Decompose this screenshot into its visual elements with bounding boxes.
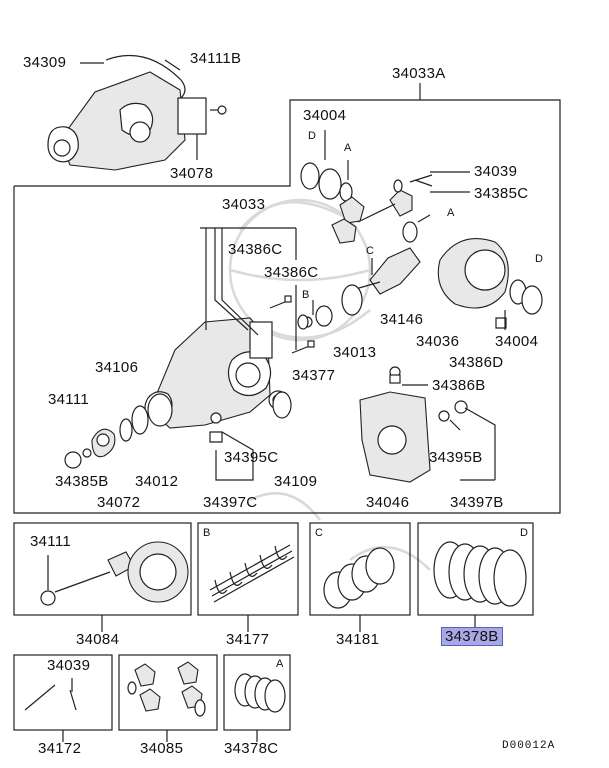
label-34033[interactable]: 34033	[222, 196, 266, 213]
label-34177[interactable]: 34177	[226, 631, 270, 648]
label-34385c[interactable]: 34385C	[474, 185, 529, 202]
label-34036[interactable]: 34036	[416, 333, 460, 350]
label-34309[interactable]: 34309	[23, 54, 67, 71]
label-34385b[interactable]: 34385B	[55, 473, 109, 490]
gears-34085	[127, 661, 206, 717]
spring-34177	[209, 544, 295, 603]
box-label-34111[interactable]: 34111	[30, 533, 71, 550]
callout-d-left: D	[308, 130, 317, 142]
label-34004-right[interactable]: 34004	[495, 333, 539, 350]
label-34106[interactable]: 34106	[95, 359, 139, 376]
label-34378b-highlighted[interactable]: 34378B	[441, 627, 503, 646]
label-34039-top[interactable]: 34039	[474, 163, 518, 180]
label-34072[interactable]: 34072	[97, 494, 141, 511]
label-34395b[interactable]: 34395B	[429, 449, 483, 466]
main-frame	[13, 99, 561, 514]
bracket-34397c	[215, 431, 254, 481]
label-34111b[interactable]: 34111B	[190, 50, 242, 67]
diagram-code: D00012A	[502, 740, 556, 752]
diff-internals	[297, 130, 543, 330]
label-34386d[interactable]: 34386D	[449, 354, 504, 371]
ring-pinion-drawing	[40, 541, 189, 606]
label-34386c-2[interactable]: 34386C	[264, 264, 319, 281]
callout-c-gear: C	[366, 245, 375, 257]
box-label-34039[interactable]: 34039	[47, 657, 91, 674]
spring-34181	[323, 547, 395, 609]
bottom-row-2	[13, 654, 291, 742]
housing-top-left	[47, 54, 227, 171]
label-34146[interactable]: 34146	[380, 311, 424, 328]
label-34004-top[interactable]: 34004	[303, 107, 347, 124]
label-34111[interactable]: 34111	[48, 391, 89, 408]
pins-34172	[24, 678, 77, 711]
label-34109[interactable]: 34109	[274, 473, 318, 490]
label-34172[interactable]: 34172	[38, 740, 82, 757]
label-34012[interactable]: 34012	[135, 473, 179, 490]
callout-d-right: D	[535, 253, 544, 265]
callout-box-d: D	[520, 527, 529, 539]
callout-a-mid: A	[447, 207, 455, 219]
label-34181[interactable]: 34181	[336, 631, 380, 648]
callout-a-top: A	[344, 142, 352, 154]
label-34386c-1[interactable]: 34386C	[228, 241, 283, 258]
callout-box-b: B	[203, 527, 211, 539]
label-34378c[interactable]: 34378C	[224, 740, 279, 757]
bottom-row-1	[13, 522, 534, 632]
callout-box-c: C	[315, 527, 324, 539]
label-34386b[interactable]: 34386B	[432, 377, 486, 394]
label-34085[interactable]: 34085	[140, 740, 184, 757]
spring-34378C	[234, 673, 286, 713]
flange-set	[64, 391, 292, 469]
label-34377[interactable]: 34377	[292, 367, 336, 384]
label-34397b[interactable]: 34397B	[450, 494, 504, 511]
carrier-housing	[144, 227, 297, 429]
label-34395c[interactable]: 34395C	[224, 449, 279, 466]
spring-34378B	[433, 541, 527, 607]
label-34046[interactable]: 34046	[366, 494, 410, 511]
label-34033a[interactable]: 34033A	[392, 65, 446, 82]
label-34397c[interactable]: 34397C	[203, 494, 258, 511]
label-34013[interactable]: 34013	[333, 344, 377, 361]
label-34084[interactable]: 34084	[76, 631, 120, 648]
rear-cover	[359, 366, 496, 483]
label-34078[interactable]: 34078	[170, 165, 214, 182]
callout-box-a: A	[276, 658, 284, 670]
callout-b-mid: B	[302, 289, 310, 301]
